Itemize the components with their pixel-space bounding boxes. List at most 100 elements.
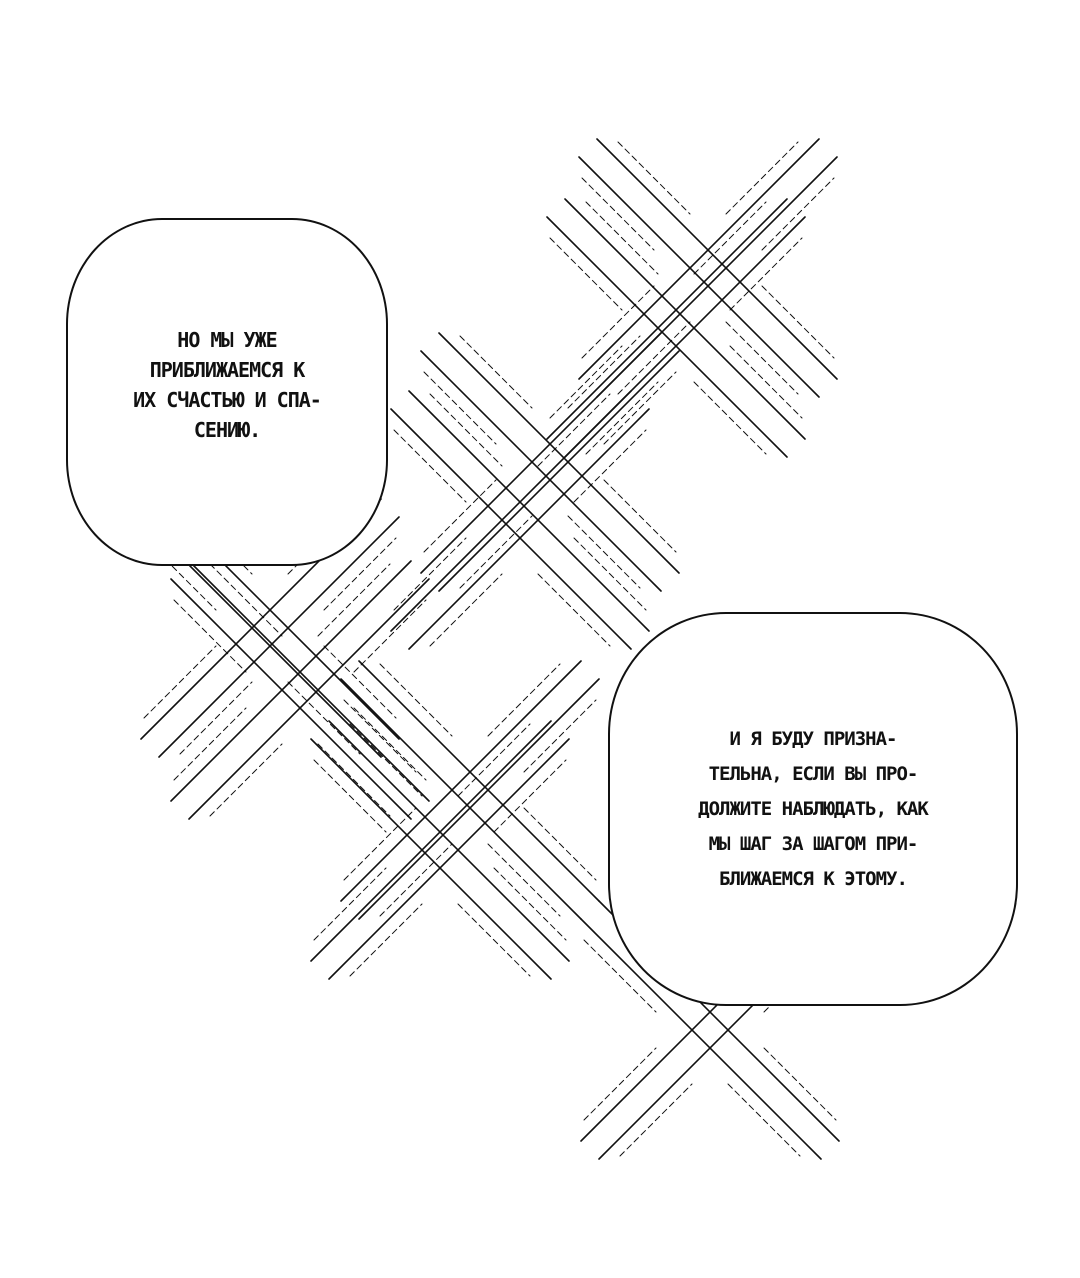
cross-stroke <box>143 537 217 611</box>
cross-stroke <box>617 141 691 215</box>
cross-stroke <box>727 1083 801 1157</box>
cross-stroke <box>581 285 655 359</box>
cross-stroke <box>729 237 803 311</box>
cross-stroke <box>438 350 680 592</box>
cross-stroke <box>693 201 767 275</box>
cross-stroke <box>580 918 822 1160</box>
cross-stroke <box>390 408 632 650</box>
cross-stroke <box>340 678 582 920</box>
cross-stroke <box>313 867 387 941</box>
cross-stroke <box>763 1047 837 1121</box>
cross-stroke <box>457 723 531 797</box>
cross-stroke <box>170 578 412 820</box>
cross-stroke <box>173 707 247 781</box>
cross-stroke <box>179 681 253 755</box>
cross-stroke <box>423 371 497 445</box>
cross-stroke <box>596 138 838 380</box>
cross-stroke <box>546 198 788 440</box>
speech-bubble-2: И я буду призна- тельна, если вы про- до… <box>608 612 1018 1006</box>
cross-stroke <box>578 156 820 398</box>
cross-stroke <box>353 707 427 781</box>
cross-stroke <box>173 599 247 673</box>
cross-stroke <box>549 237 623 311</box>
cross-stroke <box>143 645 217 719</box>
cross-stroke <box>429 573 503 647</box>
cross-stroke <box>761 177 835 251</box>
cross-stroke <box>581 177 655 251</box>
cross-stroke <box>603 479 677 553</box>
speech-bubble-2-text: И я буду призна- тельна, если вы про- до… <box>698 727 929 890</box>
cross-stroke <box>585 381 659 455</box>
cross-stroke <box>379 843 453 917</box>
cross-stroke <box>523 699 597 773</box>
cross-stroke <box>393 429 467 503</box>
cross-stroke <box>340 660 582 902</box>
cross-stroke <box>725 321 799 395</box>
cross-stroke <box>487 663 561 737</box>
cross-stroke <box>459 515 533 589</box>
cross-stroke <box>353 599 427 673</box>
cross-stroke <box>313 759 387 833</box>
cross-stroke <box>567 335 641 409</box>
cross-stroke <box>761 285 835 359</box>
cross-stroke <box>693 381 767 455</box>
cross-stroke <box>393 537 467 611</box>
cross-stroke <box>343 807 417 881</box>
cross-stroke <box>209 563 283 637</box>
cross-stroke <box>287 681 361 755</box>
cross-stroke <box>438 332 680 574</box>
cross-stroke <box>390 390 632 632</box>
cross-stroke <box>583 1047 657 1121</box>
cross-stroke <box>188 560 430 802</box>
cross-stroke <box>537 573 611 647</box>
cross-stroke <box>573 429 647 503</box>
cross-stroke <box>523 807 597 881</box>
cross-stroke <box>188 578 430 820</box>
cross-stroke <box>578 138 820 380</box>
cross-stroke <box>493 759 567 833</box>
cross-stroke <box>459 335 533 409</box>
cross-stroke <box>170 560 412 802</box>
cross-stroke <box>567 515 641 589</box>
cross-stroke <box>349 723 423 797</box>
cross-stroke <box>310 738 552 980</box>
cross-stroke <box>349 903 423 977</box>
cross-stroke <box>573 537 647 611</box>
cross-stroke <box>729 345 803 419</box>
cross-stroke <box>420 332 662 574</box>
cross-stroke <box>549 345 623 419</box>
cross-stroke <box>358 678 600 920</box>
cross-stroke <box>429 393 503 467</box>
cross-stroke <box>328 738 570 980</box>
cross-stroke <box>537 393 611 467</box>
cross-stroke <box>725 141 799 215</box>
cross-stroke <box>317 563 391 637</box>
cross-stroke <box>343 699 417 773</box>
cross-stroke <box>585 201 659 275</box>
cross-stroke <box>358 660 600 902</box>
speech-bubble-1-text: Но мы уже приближаемся к их счастью и сп… <box>133 328 322 442</box>
cross-stroke <box>603 371 677 445</box>
cross-stroke <box>323 645 397 719</box>
cross-stroke <box>617 321 691 395</box>
cross-stroke <box>420 350 662 592</box>
cross-stroke <box>323 537 397 611</box>
speech-bubble-1: Но мы уже приближаемся к их счастью и сп… <box>66 218 388 566</box>
cross-stroke <box>317 743 391 817</box>
cross-stroke <box>408 408 650 650</box>
cross-stroke <box>379 663 453 737</box>
cross-stroke <box>423 479 497 553</box>
cross-stroke <box>546 216 788 458</box>
cross-stroke <box>209 743 283 817</box>
cross-stroke <box>493 867 567 941</box>
cross-stroke <box>158 516 400 758</box>
cross-stroke <box>583 939 657 1013</box>
cross-stroke <box>310 720 552 962</box>
cross-stroke <box>328 720 570 962</box>
cross-stroke <box>564 198 806 440</box>
cross-stroke <box>457 903 531 977</box>
cross-stroke <box>487 843 561 917</box>
cross-stroke <box>619 1083 693 1157</box>
